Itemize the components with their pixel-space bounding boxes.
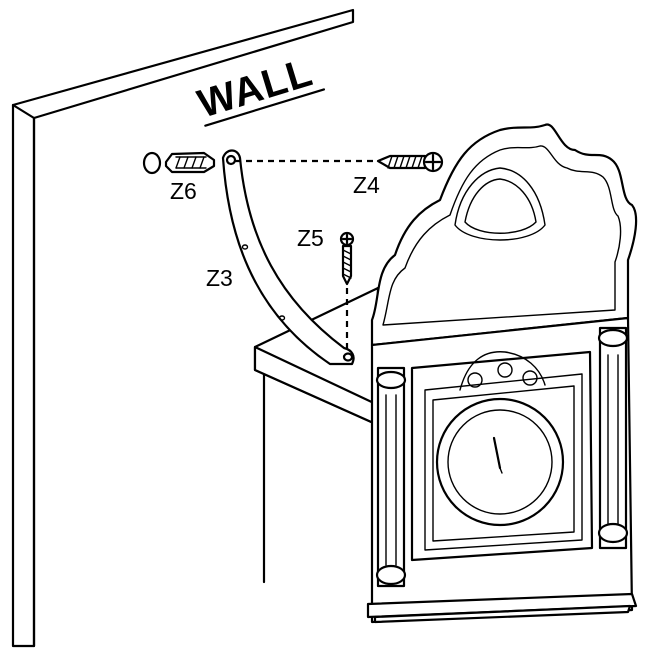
bracket-z3 (221, 149, 355, 366)
wall-plug-z6 (142, 151, 216, 175)
clock-front (366, 123, 638, 624)
screw-z5 (339, 231, 355, 286)
label-z3: Z3 (206, 265, 233, 291)
label-z4: Z4 (353, 172, 380, 198)
wall-panel (11, 8, 355, 648)
label-z6: Z6 (170, 178, 197, 204)
screw-z4 (376, 151, 444, 173)
label-z5: Z5 (297, 225, 324, 251)
